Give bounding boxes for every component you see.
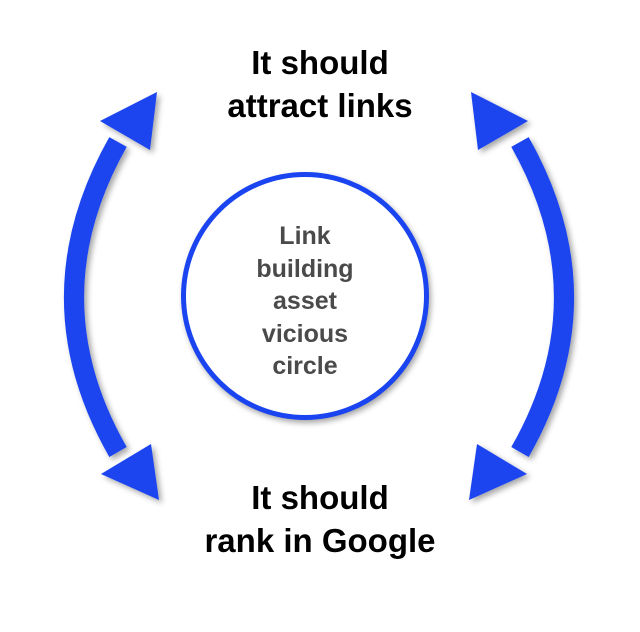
- center-label-line-3: asset: [273, 287, 337, 315]
- right-cycle-arrow: [469, 92, 574, 500]
- center-circle: [181, 172, 429, 420]
- right-arrow-shaft: [511, 137, 574, 457]
- center-label-line-1: Link: [279, 222, 331, 250]
- left-arrow-shaft: [64, 137, 127, 457]
- center-label-line-2: building: [256, 254, 354, 283]
- center-label-line-5: circle: [272, 352, 338, 380]
- left-cycle-arrow: [64, 92, 159, 500]
- bottom-label: It should rank in Google: [0, 476, 640, 562]
- left-arrow-head-bottom: [101, 444, 159, 500]
- top-label-line-2: attract links: [227, 87, 413, 124]
- top-label-line-1: It should: [251, 44, 389, 81]
- bottom-label-line-2: rank in Google: [204, 522, 436, 559]
- center-label-line-4: vicious: [261, 319, 349, 348]
- left-arrow-head-top: [100, 92, 157, 150]
- center-label: Link building asset vicious circle: [181, 220, 429, 383]
- bottom-label-line-1: It should: [251, 479, 389, 516]
- top-label: It should attract links: [0, 41, 640, 127]
- right-arrow-head-bottom: [469, 444, 527, 500]
- right-arrow-head-top: [471, 92, 528, 150]
